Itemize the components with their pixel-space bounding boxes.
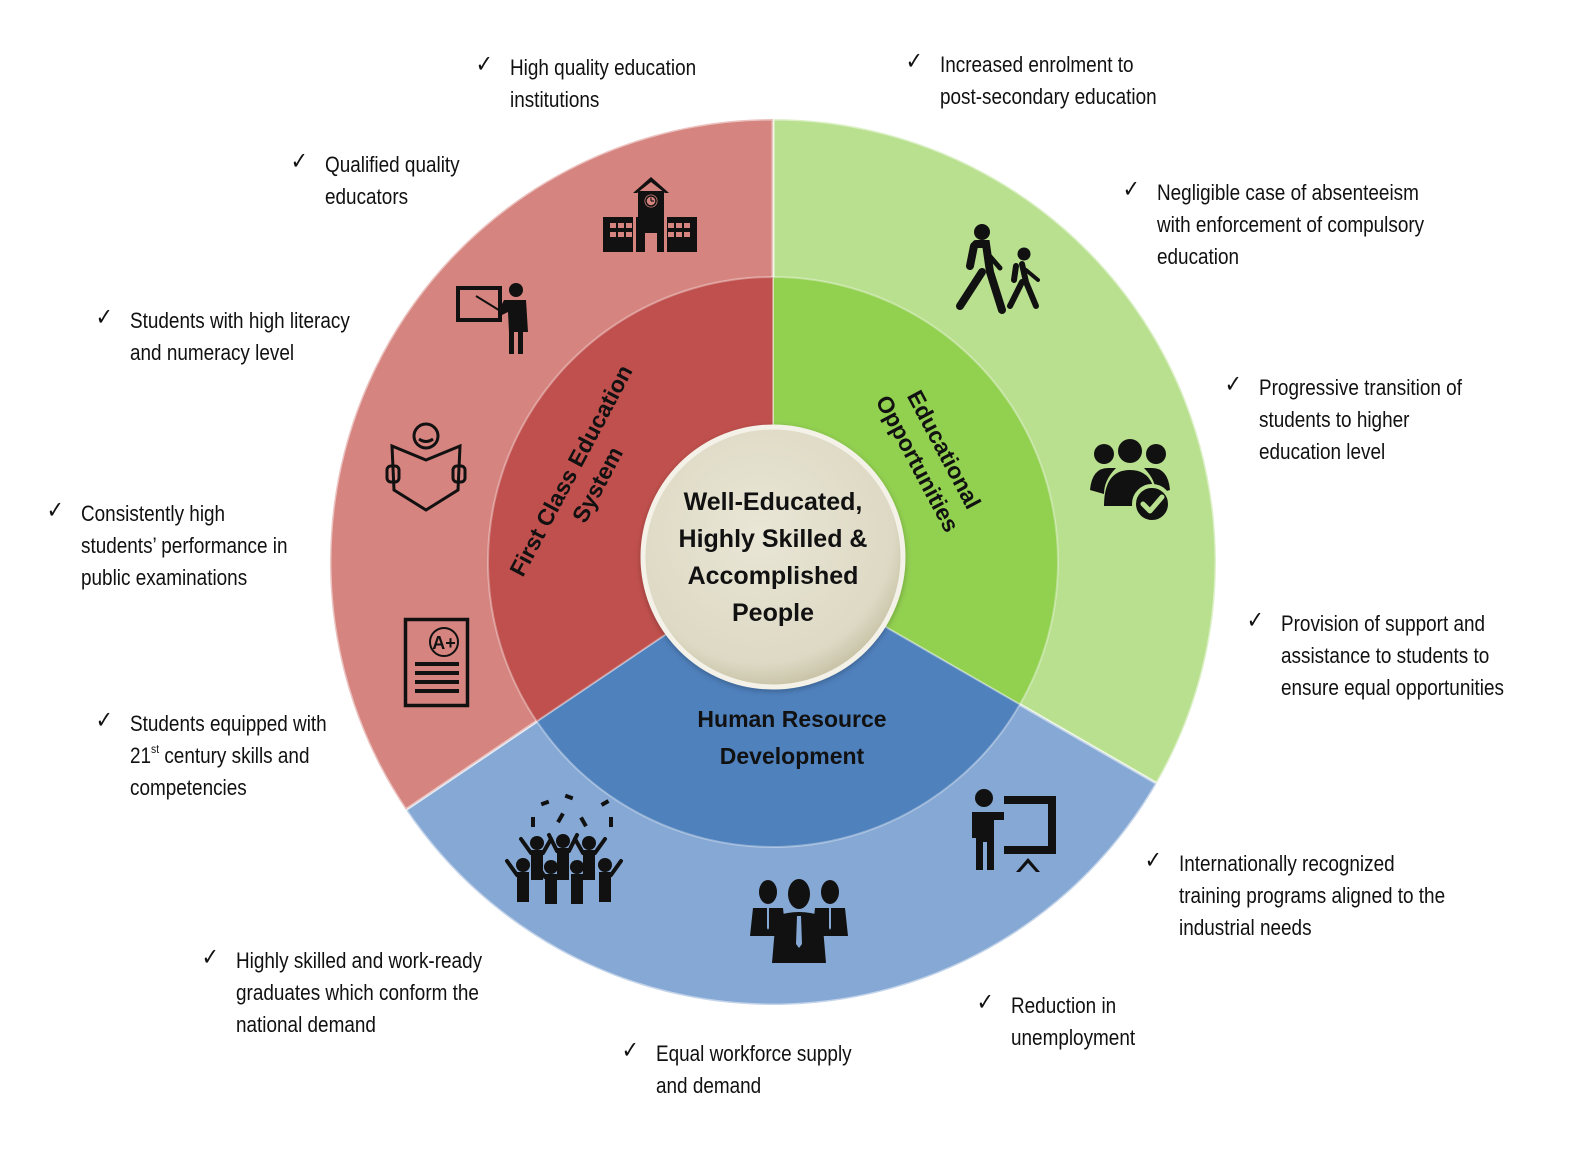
check-icon: ✓: [95, 706, 113, 734]
hr-label-line-2: Development: [720, 743, 865, 769]
center-hub: Well-Educated, Highly Skilled & Accompli…: [640, 424, 906, 690]
check-icon: ✓: [621, 1036, 639, 1064]
center-circle: [640, 424, 906, 690]
inner-ring: [487, 275, 1059, 848]
svg-text:A+: A+: [432, 633, 456, 653]
bullet-international-training: ✓ Internationally recognized training pr…: [1144, 846, 1446, 940]
hr-label-line-1: Human Resource: [697, 706, 886, 732]
inner-segment-human-resource-development: [535, 560, 1022, 848]
check-icon: ✓: [95, 303, 113, 331]
bullet-increased-enrolment: ✓ Increased enrolment to post-secondary …: [905, 47, 1157, 109]
graduates-celebrating-icon: [505, 793, 623, 904]
bullet-high-quality-institutions: ✓ High quality education institutions: [475, 50, 697, 112]
center-line-1: Well-Educated,: [684, 488, 863, 516]
check-icon: ✓: [201, 943, 219, 971]
check-icon: ✓: [1122, 175, 1140, 203]
bullet-support-assistance: ✓ Provision of support and assistance to…: [1246, 606, 1504, 700]
reading-student-icon: [385, 422, 467, 512]
group-check-icon: [1090, 439, 1172, 524]
check-icon: ✓: [1224, 370, 1242, 398]
check-icon: ✓: [1144, 846, 1162, 874]
bullet-qualified-educators: ✓ Qualified quality educators: [290, 147, 460, 209]
business-team-icon: [750, 879, 848, 963]
walking-students-icon: [956, 224, 1040, 314]
school-building-icon: [603, 177, 697, 252]
teacher-board-icon: [456, 283, 528, 354]
center-line-2: Highly Skilled &: [679, 525, 868, 553]
bullet-reduction-unemployment: ✓ Reduction in unemployment: [976, 988, 1136, 1050]
bullet-negligible-absenteeism: ✓ Negligible case of absenteeism with en…: [1122, 175, 1425, 269]
bullet-21st-century-skills: ✓ Students equipped with 21st century sk…: [95, 706, 327, 800]
check-icon: ✓: [976, 988, 994, 1016]
check-icon: ✓: [1246, 606, 1264, 634]
check-icon: ✓: [905, 47, 923, 75]
bullet-high-performance: ✓ Consistently high students’ performanc…: [46, 496, 288, 590]
bullet-progressive-transition: ✓ Progressive transition of students to …: [1224, 370, 1462, 464]
center-line-4: People: [732, 599, 814, 627]
bullet-work-ready-graduates: ✓ Highly skilled and work-ready graduate…: [201, 943, 483, 1037]
check-icon: ✓: [46, 496, 64, 524]
exam-a-plus-icon: A+: [403, 617, 470, 708]
presenter-board-icon: [972, 789, 1056, 872]
check-icon: ✓: [290, 147, 308, 175]
bullet-high-literacy: ✓ Students with high literacy and numera…: [95, 303, 350, 365]
center-line-3: Accomplished: [688, 562, 859, 590]
check-icon: ✓: [475, 50, 493, 78]
inner-segment-first-class-education-system: [487, 275, 774, 723]
segment-label-human-resource-development: Human Resource Development: [697, 706, 886, 769]
bullet-equal-workforce: ✓ Equal workforce supply and demand: [621, 1036, 852, 1098]
